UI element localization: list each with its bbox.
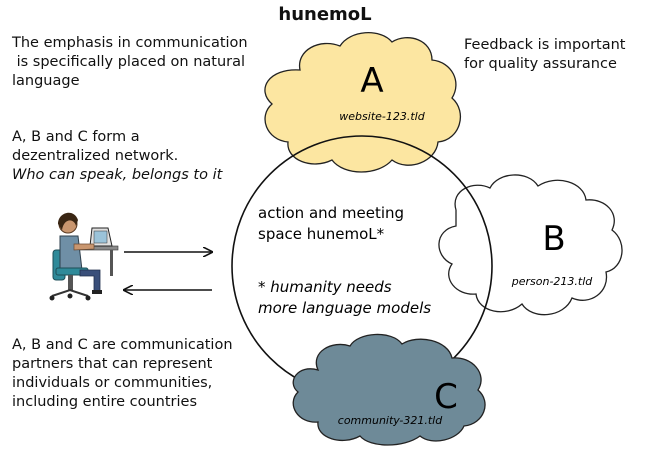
footnote-line-2: more language models (258, 299, 431, 317)
partners-line: A, B and C are communication (12, 337, 233, 353)
intro-line: is specifically placed on natural (12, 54, 246, 70)
network-text: A, B and C form a dezentralized network.… (12, 128, 222, 185)
center-text-line-2: space hunemoL* (258, 225, 385, 243)
cloud-c-letter: C (434, 377, 458, 417)
person-at-laptop-icon (49, 212, 119, 301)
cloud-a: A website-123.tld (264, 31, 462, 173)
partners-text: A, B and C are communication partners th… (12, 336, 233, 412)
center-text-line-1: action and meeting (258, 204, 404, 222)
cloud-c: C community-321.tld (292, 333, 486, 446)
feedback-line: for quality assurance (464, 56, 617, 72)
diagram-title: hunemoL (278, 4, 372, 25)
feedback-text: Feedback is important for quality assura… (464, 36, 626, 74)
cloud-c-label: community-321.tld (338, 414, 443, 427)
cloud-a-label: website-123.tld (339, 110, 425, 123)
cloud-b: B person-213.tld (438, 174, 623, 316)
partners-line: partners that can represent (12, 356, 213, 372)
intro-line: language (12, 73, 80, 89)
intro-line: The emphasis in communication (12, 35, 248, 51)
partners-line: individuals or communities, (12, 375, 213, 391)
network-line: dezentralized network. (12, 148, 179, 164)
cloud-b-label: person-213.tld (511, 275, 594, 288)
intro-text: The emphasis in communication is specifi… (12, 34, 248, 91)
cloud-a-letter: A (360, 61, 383, 101)
cloud-c-shape (292, 333, 486, 446)
cloud-a-shape (264, 31, 462, 173)
network-line: A, B and C form a (12, 129, 140, 145)
cloud-b-letter: B (542, 219, 565, 259)
cloud-b-shape (438, 174, 623, 316)
partners-line: including entire countries (12, 394, 198, 410)
footnote-line-1: * humanity needs (258, 278, 392, 296)
feedback-line: Feedback is important (464, 37, 626, 53)
network-italic-line: Who can speak, belongs to it (12, 167, 223, 183)
